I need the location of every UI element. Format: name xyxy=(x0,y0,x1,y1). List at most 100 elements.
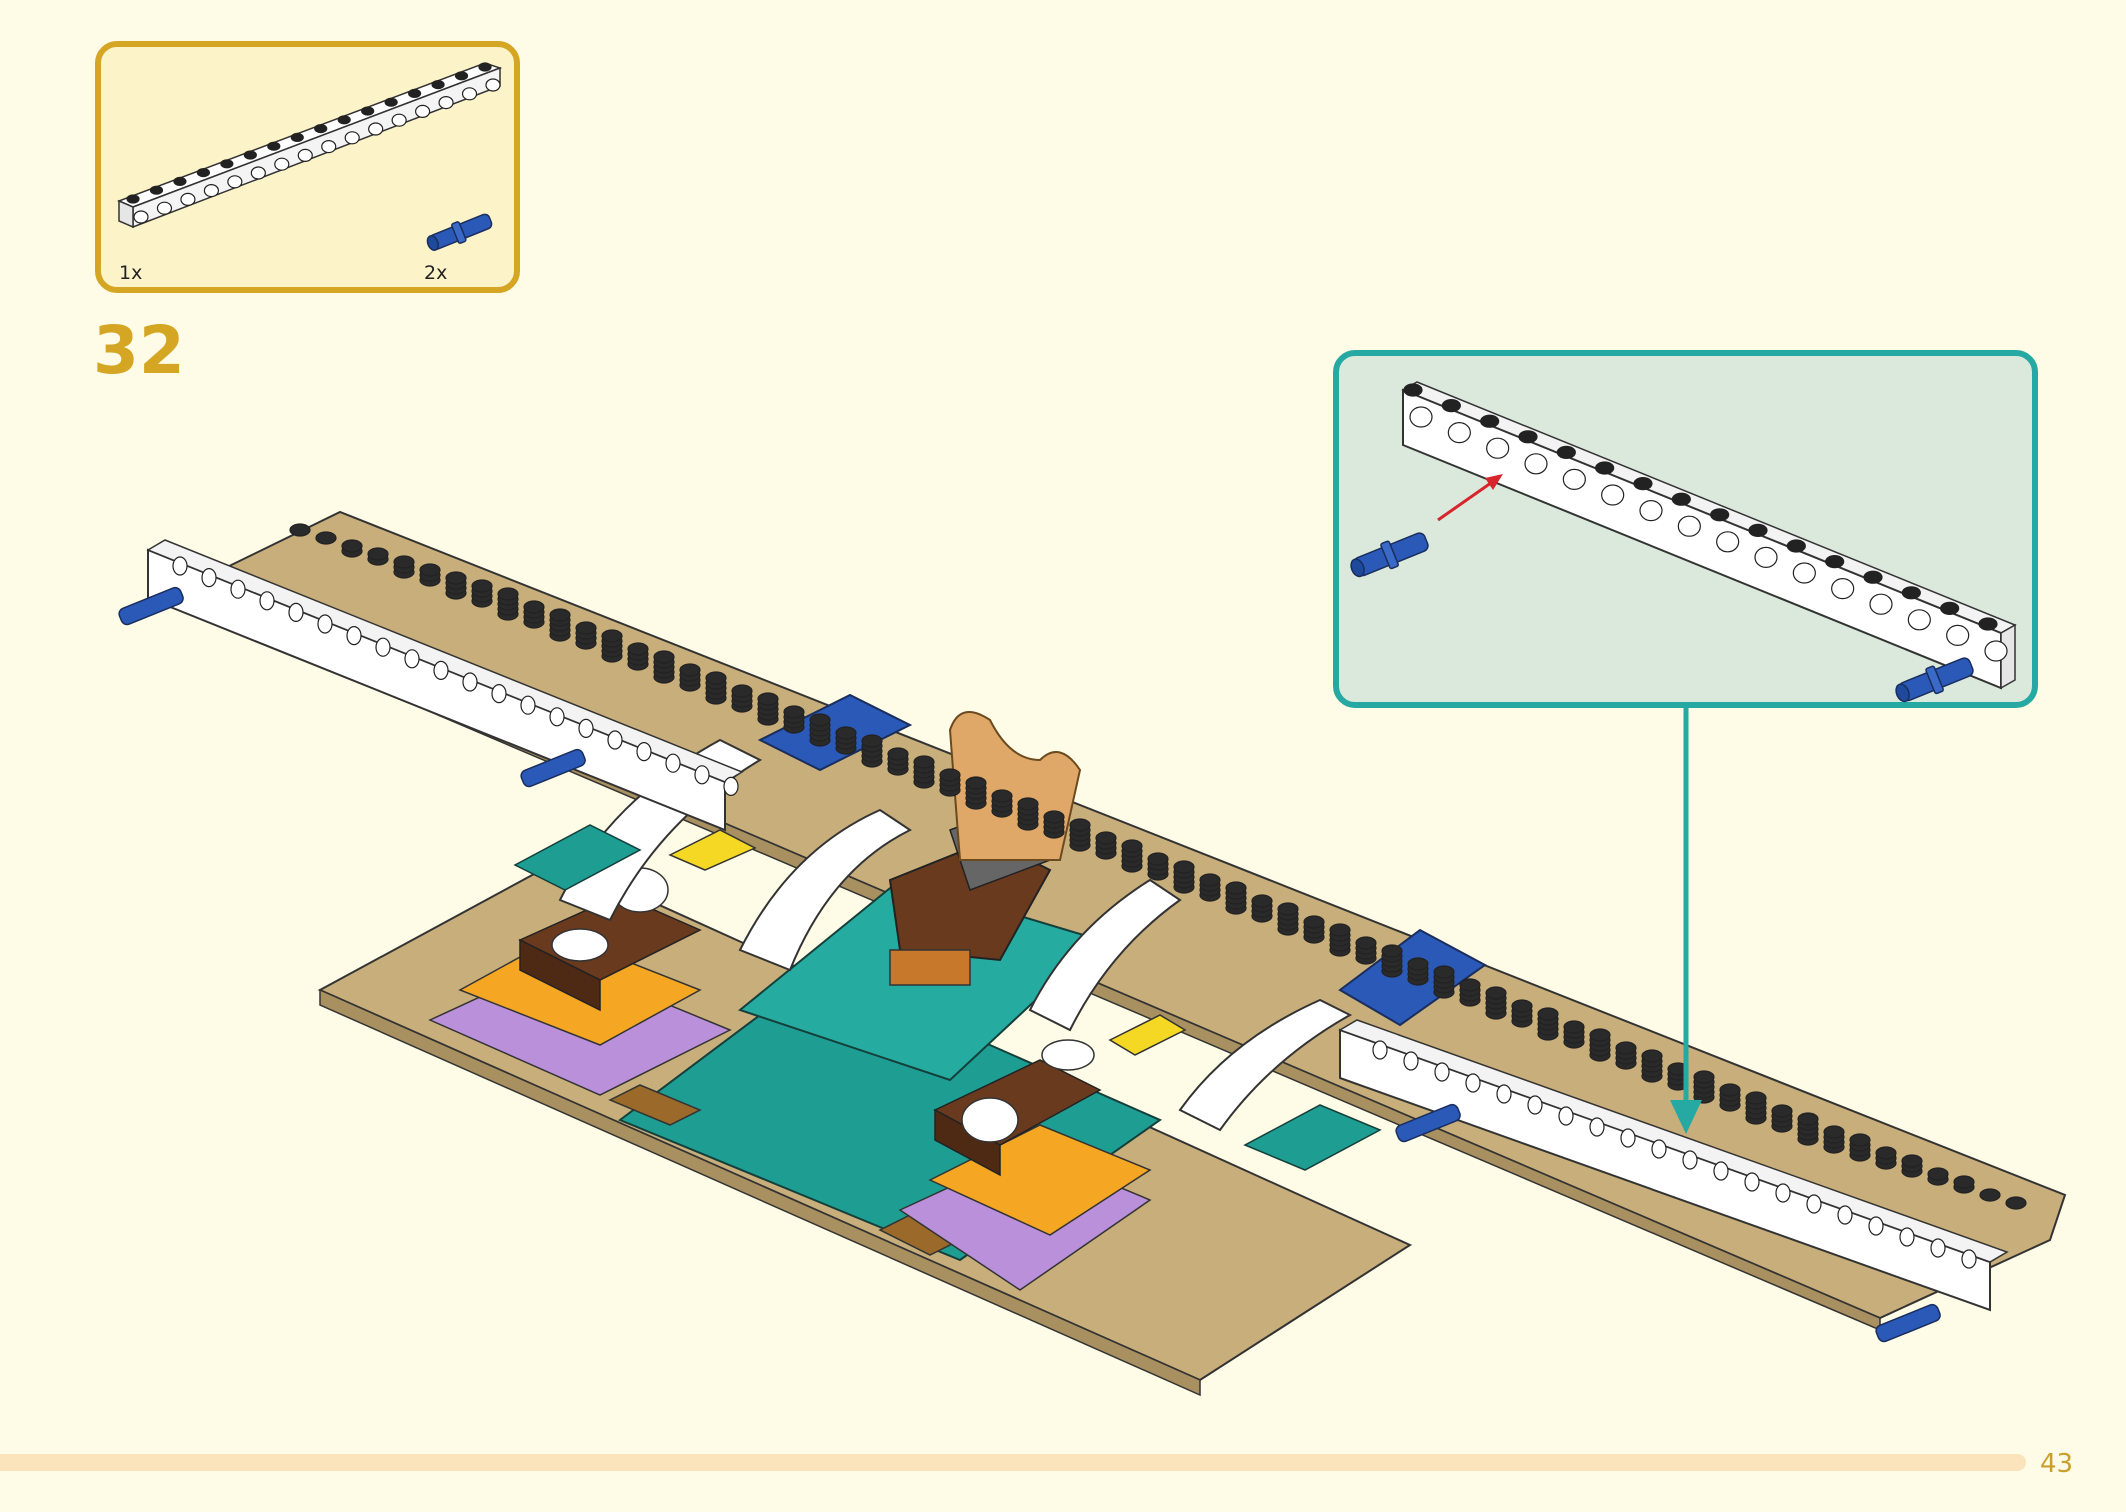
beam-hole xyxy=(433,660,449,681)
beam-hole xyxy=(1434,1062,1450,1082)
plate-stud xyxy=(783,705,805,719)
beam-hole xyxy=(438,95,454,110)
beam-stud xyxy=(196,168,211,178)
beam-hole xyxy=(1837,1205,1853,1225)
beam-hole xyxy=(415,104,431,119)
plate-stud xyxy=(1225,881,1247,895)
beam-hole xyxy=(1961,1249,1977,1269)
plate-stud xyxy=(601,629,623,643)
beam-stud xyxy=(1480,414,1500,428)
beam-hole xyxy=(1372,1040,1388,1060)
beam-stud xyxy=(337,115,351,125)
plate-stud xyxy=(1615,1041,1637,1055)
plate-stud xyxy=(1511,999,1533,1013)
beam-hole xyxy=(344,131,360,145)
plate-stud xyxy=(1485,986,1507,1000)
beam-stud xyxy=(1901,586,1921,600)
plate-stud xyxy=(731,684,753,698)
beam-hole xyxy=(1465,1073,1481,1093)
beam-hole xyxy=(321,139,337,154)
plate-stud xyxy=(2005,1196,2027,1210)
beam-hole xyxy=(491,683,507,704)
beam-hole xyxy=(1409,406,1433,428)
beam-hole xyxy=(1713,1161,1729,1181)
callout-beam-illustration xyxy=(1350,381,2017,703)
beam-stud xyxy=(243,150,257,160)
beam-hole xyxy=(1930,1238,1946,1258)
beam-stud xyxy=(1633,477,1653,491)
beam-hole xyxy=(723,776,739,797)
plate-stud xyxy=(1251,894,1273,908)
beam-quantity: 1x xyxy=(119,262,143,284)
page-number: 43 xyxy=(2040,1449,2074,1479)
plate-stud xyxy=(1043,810,1065,824)
plate-stud xyxy=(1979,1188,2001,1202)
plate-stud xyxy=(1875,1146,1897,1160)
beam-stud xyxy=(126,194,140,204)
plate-stud xyxy=(1069,818,1091,832)
plate-stud xyxy=(497,587,519,601)
plate-stud xyxy=(939,768,961,782)
beam-hole xyxy=(404,649,420,669)
beam-hole xyxy=(203,184,220,198)
beam-hole xyxy=(1744,1172,1760,1192)
beam-hole xyxy=(156,201,173,215)
plate-stud xyxy=(393,555,415,569)
plate-stud xyxy=(627,642,649,656)
model-blue-pins xyxy=(118,586,1941,1343)
callout-arrowhead xyxy=(1670,1100,1702,1134)
beam-stud xyxy=(1518,430,1538,444)
beam-stud xyxy=(1403,383,1423,397)
plate-stud xyxy=(1355,936,1377,950)
plate-stud xyxy=(861,734,883,748)
beam-hole xyxy=(1620,1128,1636,1148)
beam-hole xyxy=(1754,546,1778,568)
beam-hole xyxy=(1775,1183,1791,1203)
beam-hole xyxy=(1868,1216,1884,1236)
plate-studs xyxy=(172,523,2027,1269)
plate-stud xyxy=(1771,1104,1793,1118)
beam-hole xyxy=(1907,609,1931,631)
beam-hole xyxy=(549,707,565,727)
beam-stud xyxy=(408,88,422,99)
beam-stud xyxy=(1748,523,1768,537)
plate-stud xyxy=(1303,915,1325,929)
plate-stud xyxy=(1641,1049,1663,1063)
beam-hole xyxy=(1682,1150,1698,1170)
plate-stud xyxy=(887,747,909,761)
plate-stud xyxy=(757,692,779,706)
beam-hole xyxy=(201,567,217,588)
beam-hole xyxy=(1946,624,1970,646)
pin-quantity: 2x xyxy=(424,262,448,284)
parts-list-box: 1x 2x xyxy=(95,41,520,293)
beam-hole xyxy=(1831,578,1855,600)
right-arch xyxy=(1028,878,1182,1032)
beam-hole xyxy=(1527,1095,1543,1115)
beam-hole xyxy=(1716,531,1740,553)
beam-hole xyxy=(694,765,710,785)
beam-hole xyxy=(1589,1117,1605,1137)
beam-stud xyxy=(290,132,304,143)
plate-stud xyxy=(1953,1175,1975,1189)
beam-hole xyxy=(133,210,149,224)
callout-pin-right xyxy=(1895,657,1974,703)
plate-stud xyxy=(289,523,311,537)
beam-hole xyxy=(391,113,407,127)
plate-stud xyxy=(1329,923,1351,937)
beam-stud xyxy=(220,159,234,169)
beam-stud xyxy=(361,106,375,116)
beam-hole xyxy=(172,556,188,576)
beam-hole xyxy=(485,78,501,92)
beam-hole xyxy=(1562,468,1586,490)
beam-hole xyxy=(461,87,478,101)
plate-stud xyxy=(445,571,467,585)
beam-stud xyxy=(1671,492,1691,506)
beam-hole xyxy=(1899,1227,1915,1247)
plate-stud xyxy=(1095,831,1117,845)
beam-studs xyxy=(126,62,501,224)
beam-hole xyxy=(1869,593,1893,615)
beam-hole xyxy=(346,625,362,646)
plate-stud xyxy=(1199,873,1221,887)
beam-hole xyxy=(636,741,652,762)
